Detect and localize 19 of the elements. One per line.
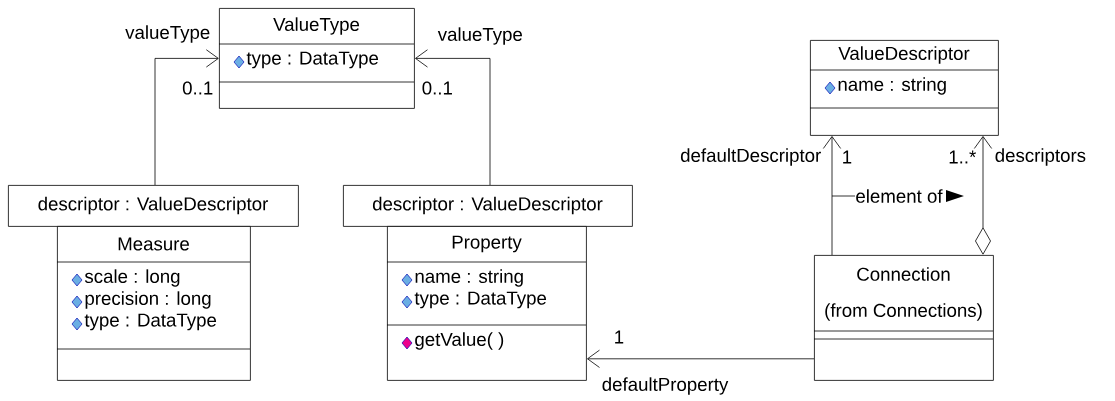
- class-box: ValueType type : DataType: [218, 8, 415, 109]
- association-line: [587, 349, 815, 368]
- qualifier-box: descriptor : ValueDescriptor: [343, 185, 633, 227]
- qualifier-box: descriptor : ValueDescriptor: [8, 185, 299, 227]
- role-name: valueType: [437, 27, 522, 45]
- multiplicity: 1..*: [949, 150, 976, 164]
- role-name: descriptors: [995, 148, 1086, 166]
- class-box: ValueDescriptor name : string: [809, 40, 999, 136]
- class-box: Connection (from Connections): [813, 255, 994, 381]
- association-line: [822, 136, 842, 256]
- role-name: valueType: [125, 25, 210, 43]
- association-name: element of: [831, 189, 943, 203]
- association-line: [973, 136, 993, 255]
- multiplicity: 1: [843, 150, 852, 164]
- association-line: [154, 49, 219, 186]
- role-name: defaultProperty: [602, 377, 729, 395]
- role-name: defaultDescriptor: [680, 148, 821, 166]
- multiplicity: 1: [615, 330, 624, 344]
- association-line: [415, 49, 491, 186]
